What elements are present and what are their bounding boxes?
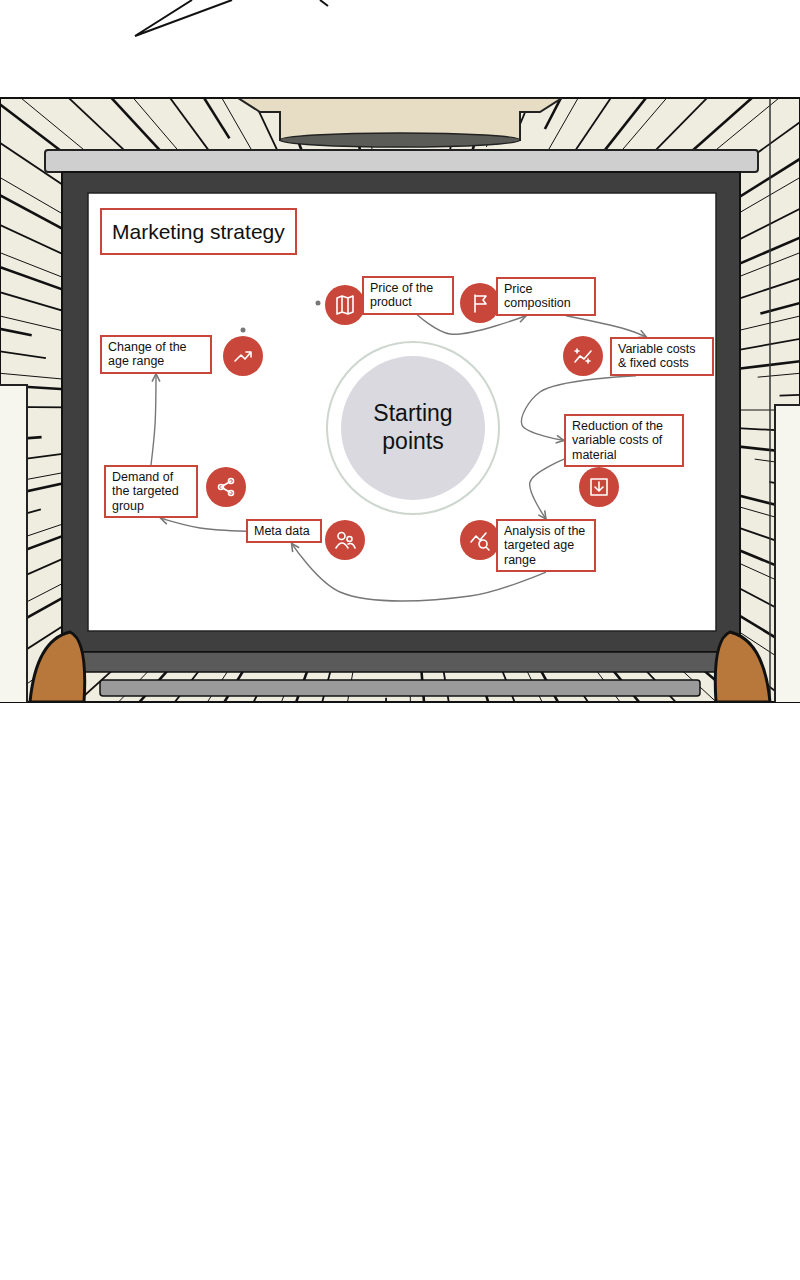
- icon-glyph: [336, 533, 355, 549]
- chair: [715, 632, 770, 702]
- speech-tail: [135, 0, 232, 36]
- node-text: Variable costs & fixed costs: [618, 342, 706, 371]
- screen-frame: [62, 172, 740, 652]
- icon: [206, 467, 246, 507]
- icon-glyph: [337, 296, 353, 314]
- screen-base: [80, 652, 720, 672]
- wall-edge: [769, 98, 771, 702]
- node-text: Analysis of the targeted age range: [504, 524, 588, 567]
- center-ring: [327, 342, 499, 514]
- speed-line: [736, 301, 800, 369]
- node-text: Price composition: [504, 282, 588, 311]
- flow-arrow: [160, 518, 246, 531]
- icon: [579, 467, 619, 507]
- icon-disc: [460, 283, 500, 323]
- icon-disc: [563, 336, 603, 376]
- icon: [325, 520, 365, 560]
- icon-glyph: [575, 349, 591, 363]
- speed-line: [780, 376, 800, 396]
- speed-line: [758, 328, 800, 377]
- step-box: Variable costs & fixed costs: [610, 337, 714, 376]
- chair: [30, 632, 85, 702]
- flow-arrow: [151, 374, 156, 465]
- icon-disc: [206, 467, 246, 507]
- speed-line: [0, 280, 46, 358]
- speed-line: [0, 98, 71, 258]
- step-box: Price of the product: [362, 276, 454, 315]
- screen: [88, 193, 716, 631]
- step-box: Meta data: [246, 519, 322, 543]
- table-edge: [100, 680, 700, 696]
- start-dot: [316, 301, 321, 306]
- lamp-rim: [280, 133, 520, 147]
- flow-arrow: [417, 315, 526, 335]
- speed-line: [365, 698, 386, 702]
- node-text: Starting points: [351, 400, 475, 455]
- icon: [325, 285, 365, 325]
- flow-arrow: [566, 316, 646, 337]
- icon-glyph: [475, 295, 486, 312]
- speed-lines: [0, 98, 800, 702]
- flow-arrow: [530, 459, 564, 519]
- step-box: Analysis of the targeted age range: [496, 519, 596, 572]
- icon-disc: [460, 520, 500, 560]
- title-box: Marketing strategy: [100, 208, 297, 255]
- icon-disc: [325, 285, 365, 325]
- icon-glyph: [235, 352, 251, 361]
- speech-mark: [320, 0, 328, 6]
- center-circle: Starting points: [341, 356, 485, 500]
- icon-glyph: [219, 479, 234, 496]
- node-text: Demand of the targeted group: [112, 470, 190, 513]
- node-text: Change of the age range: [108, 340, 204, 369]
- step-box: Demand of the targeted group: [104, 465, 198, 518]
- node-text: Price of the product: [370, 281, 446, 310]
- door-frame: [0, 385, 27, 702]
- icon-disc: [579, 467, 619, 507]
- icon: [563, 336, 603, 376]
- speed-line: [760, 182, 800, 314]
- door-frame: [775, 405, 800, 702]
- wall: [0, 98, 800, 702]
- step-box: Reduction of the variable costs of mater…: [564, 414, 684, 467]
- title: Marketing strategy: [112, 220, 285, 243]
- icon: [223, 336, 263, 376]
- node-text: Reduction of the variable costs of mater…: [572, 419, 676, 462]
- step-box: Price composition: [496, 277, 596, 316]
- node-text: Meta data: [254, 524, 314, 538]
- screen-roller: [45, 150, 758, 172]
- speed-line: [0, 98, 229, 138]
- icon-disc: [325, 520, 365, 560]
- step-box: Change of the age range: [100, 335, 212, 374]
- start-dot: [241, 328, 246, 333]
- icon-glyph: [471, 533, 489, 550]
- icon-disc: [223, 336, 263, 376]
- icon-glyph: [591, 479, 607, 495]
- icon: [460, 520, 500, 560]
- room: [0, 98, 800, 702]
- icon: [460, 283, 500, 323]
